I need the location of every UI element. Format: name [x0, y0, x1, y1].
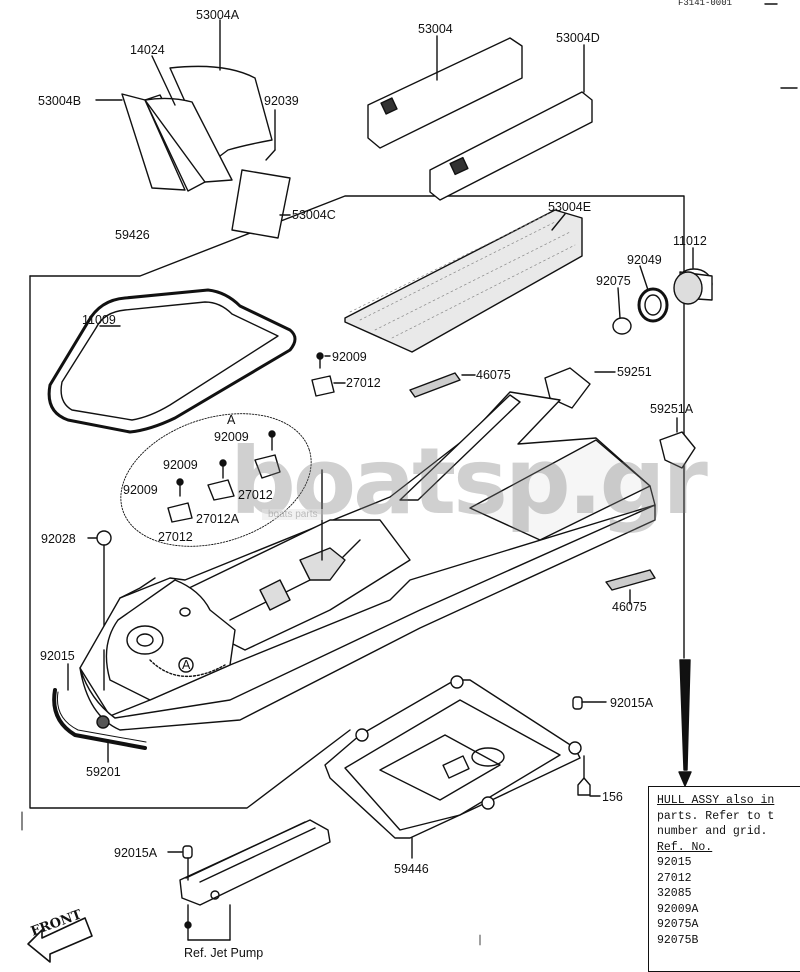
- part-label: 53004: [418, 22, 453, 36]
- part-label: 59251A: [650, 402, 694, 416]
- part-label: 59251: [617, 365, 652, 379]
- panel-ref: 92015: [657, 856, 692, 869]
- panel-pointer: [679, 659, 691, 771]
- part-label: 53004D: [556, 31, 600, 45]
- part-label: 92015A: [610, 696, 654, 710]
- skid-plate: [324, 675, 607, 859]
- detail-marker: A: [182, 658, 191, 672]
- part-label: 59446: [394, 862, 429, 876]
- part-label: 92039: [264, 94, 299, 108]
- part-label: 14024: [130, 43, 165, 57]
- panel-ref: 27012: [657, 871, 692, 885]
- part-label: 53004B: [38, 94, 82, 108]
- part-label: 11012: [673, 234, 707, 248]
- part-label: 92015: [40, 649, 75, 663]
- panel-line-1: HULL ASSY also in: [657, 794, 775, 807]
- part-label: 46075: [612, 600, 647, 614]
- seat-cushion-group: [95, 19, 291, 239]
- part-label: 92049: [627, 253, 662, 267]
- diagram-code: F3141-0001: [678, 0, 733, 8]
- hull-assy-frame-lower: [29, 275, 351, 809]
- panel-line-2: parts. Refer to t: [657, 809, 775, 823]
- part-label: 27012: [346, 376, 381, 390]
- part-label: 46075: [476, 368, 511, 382]
- part-label: 27012A: [196, 512, 240, 526]
- part-label: 59201: [86, 765, 121, 779]
- part-label: 59426: [115, 228, 150, 242]
- jet-pump-bracket: [167, 819, 331, 941]
- panel-line-3: number and grid.: [657, 825, 768, 838]
- front-arrow: [27, 917, 93, 963]
- textured-mat: [344, 209, 583, 353]
- part-label: 92009: [332, 350, 367, 364]
- detail-marker: A: [227, 413, 236, 427]
- bumper-tube: [52, 663, 147, 763]
- part-label: 53004E: [548, 200, 592, 214]
- fasteners: [87, 352, 346, 651]
- panel-ref: 92075A: [657, 918, 699, 931]
- part-label: 92028: [41, 532, 76, 546]
- part-label: 11009: [82, 313, 116, 327]
- hull-assy-frame: [29, 195, 685, 659]
- part-label: 92075: [596, 274, 631, 288]
- detail-a: [120, 413, 312, 547]
- small-parts-right: [409, 367, 696, 605]
- seal-ring: [47, 288, 297, 434]
- part-label: 92015A: [114, 846, 158, 860]
- part-label: 27012: [238, 488, 273, 502]
- part-label: 92009: [163, 458, 198, 472]
- part-label: 156: [602, 790, 623, 804]
- part-label: 92009: [214, 430, 249, 444]
- hull-assy-note-panel: HULL ASSY also in parts. Refer to t numb…: [648, 786, 800, 972]
- ref-jet-pump-label: Ref. Jet Pump: [184, 946, 264, 960]
- panel-line: HULL ASSY also in: [657, 793, 800, 809]
- part-label: 27012: [158, 530, 193, 544]
- cover-strip-group: [367, 35, 593, 201]
- panel-ref: 32085: [657, 887, 692, 900]
- part-label: 53004C: [292, 208, 336, 222]
- part-label: 92009: [123, 483, 158, 497]
- watermark-tagline: boats parts: [262, 509, 324, 520]
- part-label: 53004A: [196, 8, 240, 22]
- panel-ref-header: Ref. No.: [657, 840, 713, 854]
- panel-ref: 92009A: [657, 902, 699, 916]
- cap-assembly: [612, 247, 713, 335]
- panel-ref: 92075B: [657, 933, 699, 947]
